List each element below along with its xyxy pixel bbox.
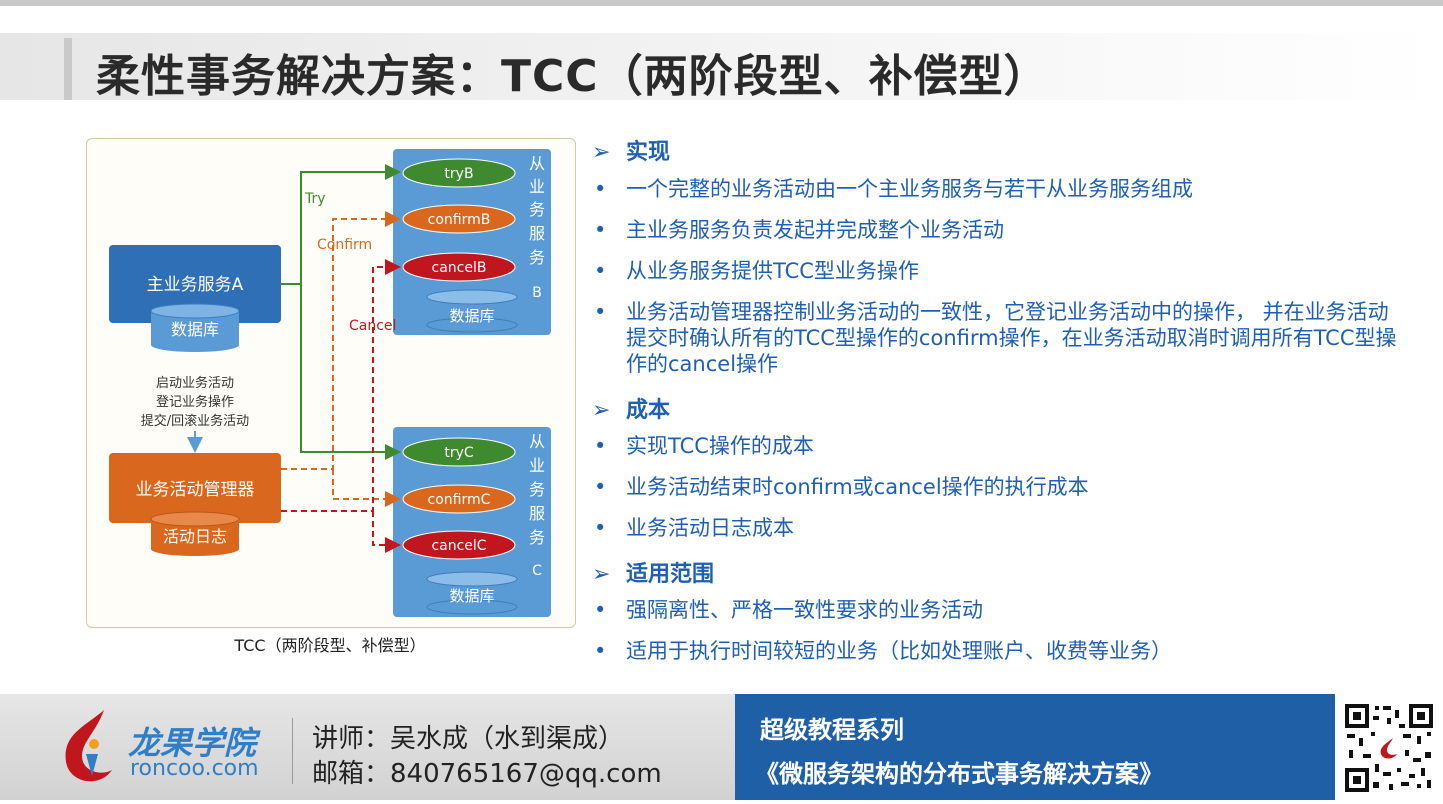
op-cancelC	[402, 530, 516, 560]
db-a-cylinder	[150, 303, 240, 352]
svg-text:务: 务	[529, 200, 545, 219]
svg-text:务: 务	[529, 480, 545, 499]
logo-icon	[65, 710, 112, 782]
email-info: 邮箱：840765167@qq.com	[312, 759, 662, 789]
op-cancelB-label: cancelB	[432, 260, 487, 276]
op-tryB-label: tryB	[444, 166, 473, 182]
tcc-diagram: 主业务服务A 数据库 启动业务活动 登记业务操作 提交/回滚业务活动 业务活动管…	[86, 138, 576, 628]
arrow-bullet-icon: ➢	[592, 140, 611, 165]
lecturer-info: 讲师：吴水成（水到渠成）	[312, 724, 625, 754]
cancel-label: Cancel	[349, 318, 396, 334]
section-heading-scope: ➢适用范围	[592, 562, 715, 587]
diagram-caption: TCC（两阶段型、补偿型）	[234, 636, 426, 655]
db-b-cylinder	[426, 289, 518, 333]
logo-chinese-text: 龙果学院	[128, 724, 257, 762]
confirm-label: Confirm	[317, 237, 372, 253]
op-cancelB	[402, 252, 516, 282]
op-confirmC	[402, 484, 516, 514]
try-line-b	[281, 164, 401, 285]
tcc-diagram-svg: 主业务服务A 数据库 启动业务活动 登记业务操作 提交/回滚业务活动 业务活动管…	[109, 149, 551, 617]
footer-left-panel	[0, 694, 735, 800]
svg-text:C: C	[532, 563, 542, 579]
svg-text:业: 业	[529, 177, 545, 196]
title-accent-stripe	[64, 38, 72, 100]
service-b-vertical-label: 从 业 务 服 务 B	[529, 154, 545, 301]
course-title: 《微服务架构的分布式事务解决方案》	[755, 760, 1163, 788]
svg-text:从: 从	[529, 154, 545, 173]
confirm-line-c	[332, 469, 401, 507]
top-bar	[0, 0, 1443, 6]
op-tryB	[402, 158, 516, 188]
qr-code-icon	[1343, 702, 1435, 794]
svg-text:从: 从	[529, 432, 545, 451]
footer-divider	[292, 718, 293, 784]
svg-text:业: 业	[529, 456, 545, 475]
logo-domain-text: roncoo.com	[130, 756, 259, 781]
log-cylinder	[150, 511, 240, 556]
footer-right-panel	[735, 694, 1335, 800]
arrow-bullet-icon: ➢	[592, 398, 611, 423]
svg-text:服: 服	[529, 224, 545, 243]
db-c-label: 数据库	[449, 587, 494, 605]
section-heading-cost: ➢成本	[592, 398, 671, 423]
section-heading-implementation: ➢实现	[592, 140, 671, 165]
manager-box	[109, 453, 281, 523]
cancel-line-c	[372, 511, 401, 553]
service-b-box	[393, 149, 551, 335]
service-a-box	[109, 245, 281, 323]
op-tryC-label: tryC	[444, 445, 474, 461]
note-commit: 提交/回滚业务活动	[141, 413, 249, 429]
op-cancelC-label: cancelC	[431, 538, 486, 554]
db-b-label: 数据库	[449, 307, 494, 325]
arrow-bullet-icon: ➢	[592, 562, 611, 587]
cancel-line-b	[281, 259, 401, 512]
svg-text:务: 务	[529, 528, 545, 547]
op-confirmB	[402, 204, 516, 234]
try-label: Try	[304, 191, 326, 207]
svg-text:务: 务	[529, 248, 545, 267]
note-start: 启动业务活动	[156, 375, 234, 391]
svg-text:服: 服	[529, 504, 545, 523]
svg-text:B: B	[532, 285, 542, 301]
confirm-line-b	[281, 211, 401, 470]
manager-label: 业务活动管理器	[136, 480, 255, 500]
slide-title: 柔性事务解决方案：TCC（两阶段型、补偿型）	[96, 51, 1049, 102]
op-tryC	[402, 437, 516, 467]
db-c-cylinder	[426, 571, 518, 615]
op-confirmB-label: confirmB	[428, 212, 491, 228]
db-a-label: 数据库	[171, 320, 219, 339]
service-c-vertical-label: 从 业 务 服 务 C	[529, 432, 545, 579]
series-title: 超级教程系列	[760, 716, 904, 744]
try-line-c	[300, 284, 401, 460]
service-c-box	[393, 427, 551, 617]
log-label: 活动日志	[163, 527, 227, 546]
service-a-label: 主业务服务A	[147, 275, 244, 295]
title-band	[0, 33, 1443, 100]
op-confirmC-label: confirmC	[428, 492, 491, 508]
note-register: 登记业务操作	[156, 394, 234, 410]
